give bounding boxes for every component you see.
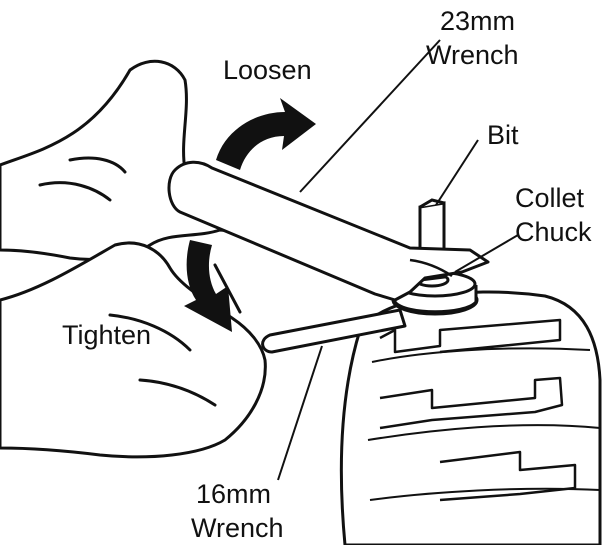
label-23mm: 23mm <box>440 6 515 36</box>
upper-hand <box>0 59 255 261</box>
leader-lines <box>277 39 519 481</box>
leader-23mm-wrench <box>299 39 441 193</box>
leader-16mm-wrench <box>277 345 323 481</box>
leader-bit <box>435 139 479 206</box>
label-16mm-wrench: 16mm Wrench <box>191 479 284 543</box>
label-tighten: Tighten <box>62 320 151 350</box>
label-collet-chuck: Collet Chuck <box>515 183 592 247</box>
label-23mm-wrench-word: Wrench <box>426 40 519 70</box>
label-collet: Collet <box>515 183 585 213</box>
label-23mm-wrench: 23mm Wrench <box>426 6 523 70</box>
tighten-arrow <box>184 240 232 332</box>
leader-collet-chuck <box>454 234 519 273</box>
wrench-16mm <box>261 308 407 354</box>
label-loosen: Loosen <box>223 55 312 85</box>
label-chuck: Chuck <box>515 217 592 247</box>
label-16mm: 16mm <box>196 479 271 509</box>
wrench-23mm <box>167 160 490 302</box>
loosen-arrow <box>216 98 316 170</box>
label-16mm-wrench-word: Wrench <box>191 513 284 543</box>
label-bit: Bit <box>487 120 519 150</box>
